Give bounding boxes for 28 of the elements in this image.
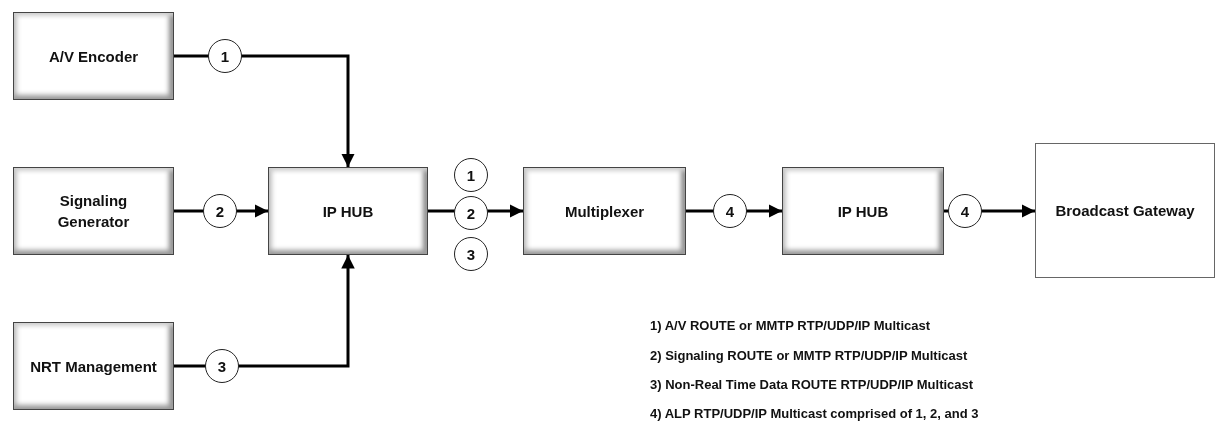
box-label: IP HUB [836, 201, 890, 222]
arrow [174, 255, 355, 368]
legend-note: 1) A/V ROUTE or MMTP RTP/UDP/IP Multicast [650, 318, 930, 333]
box-label: NRT Management [29, 356, 158, 377]
edge-label: 4 [713, 194, 747, 228]
callout-number: 3 [454, 237, 488, 271]
edge-label: 4 [948, 194, 982, 228]
box-label: A/V Encoder [47, 46, 140, 67]
legend-note: 2) Signaling ROUTE or MMTP RTP/UDP/IP Multicast [650, 348, 968, 363]
edge-label: 3 [205, 349, 239, 383]
edge-label: 2 [203, 194, 237, 228]
callout-number: 1 [454, 158, 488, 192]
process-box [268, 167, 428, 255]
arrow [174, 54, 355, 167]
gateway-box [1035, 143, 1215, 278]
box-label: Multiplexer [563, 201, 646, 222]
legend-note: 4) ALP RTP/UDP/IP Multicast comprised of 1, 2, and 3 [650, 406, 979, 421]
edge-label: 2 [454, 196, 488, 230]
box-label: Broadcast Gateway [1054, 201, 1196, 221]
process-box [13, 12, 174, 100]
process-box [13, 167, 174, 255]
process-box [782, 167, 944, 255]
legend-note: 3) Non-Real Time Data ROUTE RTP/UDP/IP Multicast [650, 377, 974, 392]
box-label: IP HUB [321, 201, 375, 222]
edge-label: 1 [208, 39, 242, 73]
box-label: Signaling Generator [56, 191, 131, 232]
process-box [523, 167, 686, 255]
process-box [13, 322, 174, 410]
